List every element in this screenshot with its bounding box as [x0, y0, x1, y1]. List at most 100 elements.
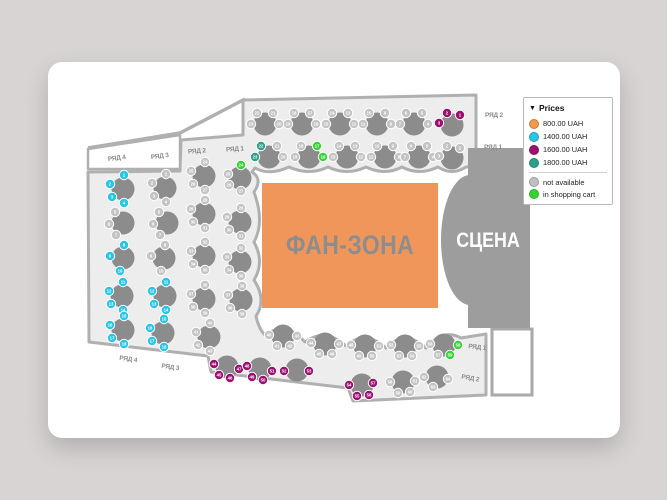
seat-1600-uah[interactable]	[246, 371, 258, 383]
seat-not-available	[289, 151, 301, 163]
seat-1400-uah[interactable]	[106, 191, 118, 203]
seat-1400-uah[interactable]	[118, 169, 130, 181]
seat-1400-uah[interactable]	[118, 310, 130, 322]
seat-in-cart[interactable]	[235, 159, 247, 171]
seat-not-available	[421, 140, 433, 152]
seat-not-available	[199, 307, 211, 319]
seat-1400-uah[interactable]	[158, 313, 170, 325]
legend-status-1-swatch-icon	[529, 189, 539, 199]
seat-not-available	[199, 222, 211, 234]
seat-in-cart[interactable]	[452, 339, 464, 351]
seat-in-cart[interactable]	[311, 140, 323, 152]
table	[373, 145, 397, 169]
table	[228, 166, 252, 190]
seat-1400-uah[interactable]	[158, 341, 170, 353]
seat-1400-uah[interactable]	[148, 298, 160, 310]
seat-1400-uah[interactable]	[105, 298, 117, 310]
seat-1800-uah[interactable]	[249, 151, 261, 163]
legend-price-0-swatch-icon	[529, 118, 539, 129]
seat-not-available	[187, 301, 199, 313]
seat-1600-uah[interactable]	[363, 389, 375, 401]
seat-not-available	[405, 140, 417, 152]
seat-not-available	[379, 107, 391, 119]
seat-not-available	[199, 264, 211, 276]
seat-1400-uah[interactable]	[144, 322, 156, 334]
seat-1600-uah[interactable]	[441, 107, 453, 119]
seat-not-available	[454, 142, 466, 154]
seat-not-available	[271, 140, 283, 152]
seat-1400-uah[interactable]	[146, 335, 158, 347]
seat-not-available	[393, 350, 405, 362]
seat-not-available	[187, 178, 199, 190]
seat-1400-uah[interactable]	[103, 285, 115, 297]
seat-not-available	[199, 194, 211, 206]
table	[111, 246, 135, 270]
seat-not-available	[353, 350, 365, 362]
seat-not-available	[224, 302, 236, 314]
seat-1400-uah[interactable]	[160, 304, 172, 316]
seat-1600-uah[interactable]	[208, 358, 220, 370]
seat-not-available	[160, 196, 172, 208]
seat-1400-uah[interactable]	[146, 285, 158, 297]
seat-not-available	[185, 165, 197, 177]
row-label: РЯД 3	[161, 363, 180, 373]
seat-1400-uah[interactable]	[106, 332, 118, 344]
seat-1600-uah[interactable]	[224, 372, 236, 384]
seat-in-cart[interactable]	[444, 349, 456, 361]
seat-not-available	[442, 373, 454, 385]
seat-1400-uah[interactable]	[118, 338, 130, 350]
seat-1400-uah[interactable]	[118, 239, 130, 251]
seat-not-available	[288, 107, 300, 119]
legend-price-1: 1400.00 UAH	[529, 130, 607, 143]
seat-1600-uah[interactable]	[343, 379, 355, 391]
seat-1600-uah[interactable]	[367, 377, 379, 389]
seat-1800-uah[interactable]	[255, 140, 267, 152]
seat-not-available	[221, 211, 233, 223]
seat-1400-uah[interactable]	[117, 276, 129, 288]
legend-header[interactable]: ▼ Prices	[529, 103, 607, 113]
seat-1400-uah[interactable]	[104, 250, 116, 262]
seat-not-available	[384, 376, 396, 388]
seat-not-available	[400, 107, 412, 119]
row-label-panel	[86, 133, 182, 171]
seat-in-cart[interactable]	[317, 151, 329, 163]
seat-1400-uah[interactable]	[114, 265, 126, 277]
seat-1600-uah[interactable]	[241, 360, 253, 372]
seat-not-available	[271, 340, 283, 352]
seat-1600-uah[interactable]	[303, 365, 315, 377]
row-label: РЯД 2	[188, 147, 207, 155]
seat-not-available	[235, 202, 247, 214]
seat-not-available	[427, 381, 439, 393]
seat-1400-uah[interactable]	[118, 197, 130, 209]
seat-not-available	[204, 345, 216, 357]
seat-not-available	[394, 118, 406, 130]
seat-not-available	[155, 265, 167, 277]
seat-not-available	[110, 229, 122, 241]
seat-not-available	[310, 118, 322, 130]
seat-not-available	[320, 118, 332, 130]
seat-1600-uah[interactable]	[257, 374, 269, 386]
seat-1400-uah[interactable]	[104, 178, 116, 190]
seat-1600-uah[interactable]	[213, 369, 225, 381]
seat-1400-uah[interactable]	[104, 319, 116, 331]
table	[111, 211, 135, 235]
seat-1600-uah[interactable]	[278, 365, 290, 377]
seat-not-available	[291, 330, 303, 342]
seat-1600-uah[interactable]	[266, 365, 278, 377]
backstage-area	[490, 327, 534, 397]
seat-1600-uah[interactable]	[454, 109, 466, 121]
seat-not-available	[235, 230, 247, 242]
table	[335, 145, 359, 169]
seat-1600-uah[interactable]	[433, 117, 445, 129]
seat-1600-uah[interactable]	[351, 390, 363, 402]
seat-not-available	[199, 156, 211, 168]
seat-1400-uah[interactable]	[160, 276, 172, 288]
seat-not-available	[187, 216, 199, 228]
seat-not-available	[305, 337, 317, 349]
seat-not-available	[357, 118, 369, 130]
seat-not-available	[223, 224, 235, 236]
seat-not-available	[222, 289, 234, 301]
seat-not-available	[424, 338, 436, 350]
fan-zone[interactable]	[262, 183, 438, 308]
